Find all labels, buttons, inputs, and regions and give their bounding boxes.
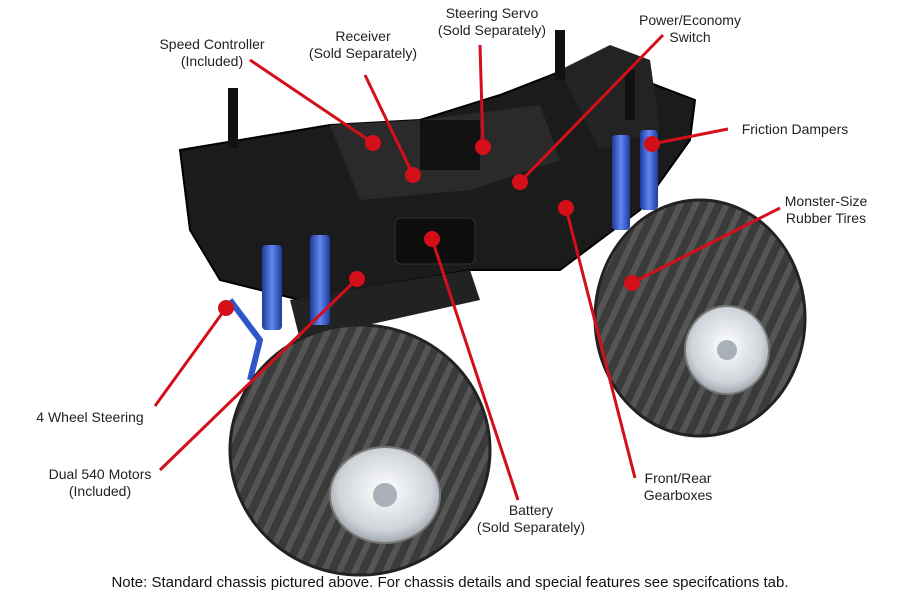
callout-line-gearboxes: [564, 207, 637, 479]
callout-line-receiver: [363, 74, 415, 176]
callout-text: Speed Controller: [159, 36, 265, 52]
callout-text: Receiver: [335, 28, 391, 44]
callout-label-battery: Battery(Sold Separately): [456, 502, 606, 536]
callout-layer: [153, 33, 781, 501]
callout-line-dual-motors: [158, 277, 359, 472]
callout-dot-four-wheel-steering: [218, 300, 234, 316]
callout-text: Steering Servo: [445, 5, 539, 21]
rear-tire: [593, 198, 807, 438]
callout-text: Gearboxes: [643, 487, 713, 503]
callout-text: 4 Wheel Steering: [36, 409, 144, 425]
callout-dot-friction-dampers: [644, 136, 660, 152]
callout-label-four-wheel-steering: 4 Wheel Steering: [20, 409, 160, 426]
callout-text: Battery: [508, 502, 554, 518]
front-tire: [228, 323, 492, 577]
callout-line-four-wheel-steering: [153, 307, 228, 407]
callout-dot-battery: [424, 231, 440, 247]
callout-text: Monster-Size: [784, 193, 868, 209]
callout-label-steering-servo: Steering Servo(Sold Separately): [427, 5, 557, 39]
chassis-body: [178, 30, 697, 381]
rear-shock-left: [612, 135, 630, 230]
callout-text: Switch: [669, 29, 711, 45]
callout-label-friction-dampers: Friction Dampers: [725, 121, 865, 138]
callout-dot-dual-motors: [349, 271, 365, 287]
callout-text: (Sold Separately): [437, 22, 547, 38]
callout-text: (Sold Separately): [476, 519, 586, 535]
callout-text: Friction Dampers: [741, 121, 849, 137]
callout-line-power-switch: [518, 33, 665, 184]
callout-dot-power-switch: [512, 174, 528, 190]
callout-text: (Included): [68, 483, 132, 499]
callout-dot-steering-servo: [475, 139, 491, 155]
callout-dot-monster-tires: [624, 275, 640, 291]
front-shock-right: [310, 235, 330, 325]
callout-line-friction-dampers: [651, 127, 729, 146]
callout-text: Front/Rear: [644, 470, 712, 486]
callout-label-dual-motors: Dual 540 Motors(Included): [35, 466, 165, 500]
callout-text: (Included): [180, 53, 244, 69]
callout-text: (Sold Separately): [308, 45, 418, 61]
callout-label-speed-controller: Speed Controller(Included): [137, 36, 287, 70]
callout-text: Power/Economy: [639, 12, 741, 28]
callout-text: Rubber Tires: [785, 210, 867, 226]
callout-dot-receiver: [405, 167, 421, 183]
front-shock-left: [262, 245, 282, 330]
footer-note: Note: Standard chassis pictured above. F…: [111, 574, 789, 591]
callout-line-battery: [430, 238, 520, 501]
callout-text: Dual 540 Motors: [48, 466, 152, 482]
callout-dot-gearboxes: [558, 200, 574, 216]
callout-line-speed-controller: [249, 58, 374, 145]
callout-dot-speed-controller: [365, 135, 381, 151]
callout-line-steering-servo: [478, 44, 485, 148]
callout-line-monster-tires: [631, 206, 781, 285]
callout-label-receiver: Receiver(Sold Separately): [298, 28, 428, 62]
